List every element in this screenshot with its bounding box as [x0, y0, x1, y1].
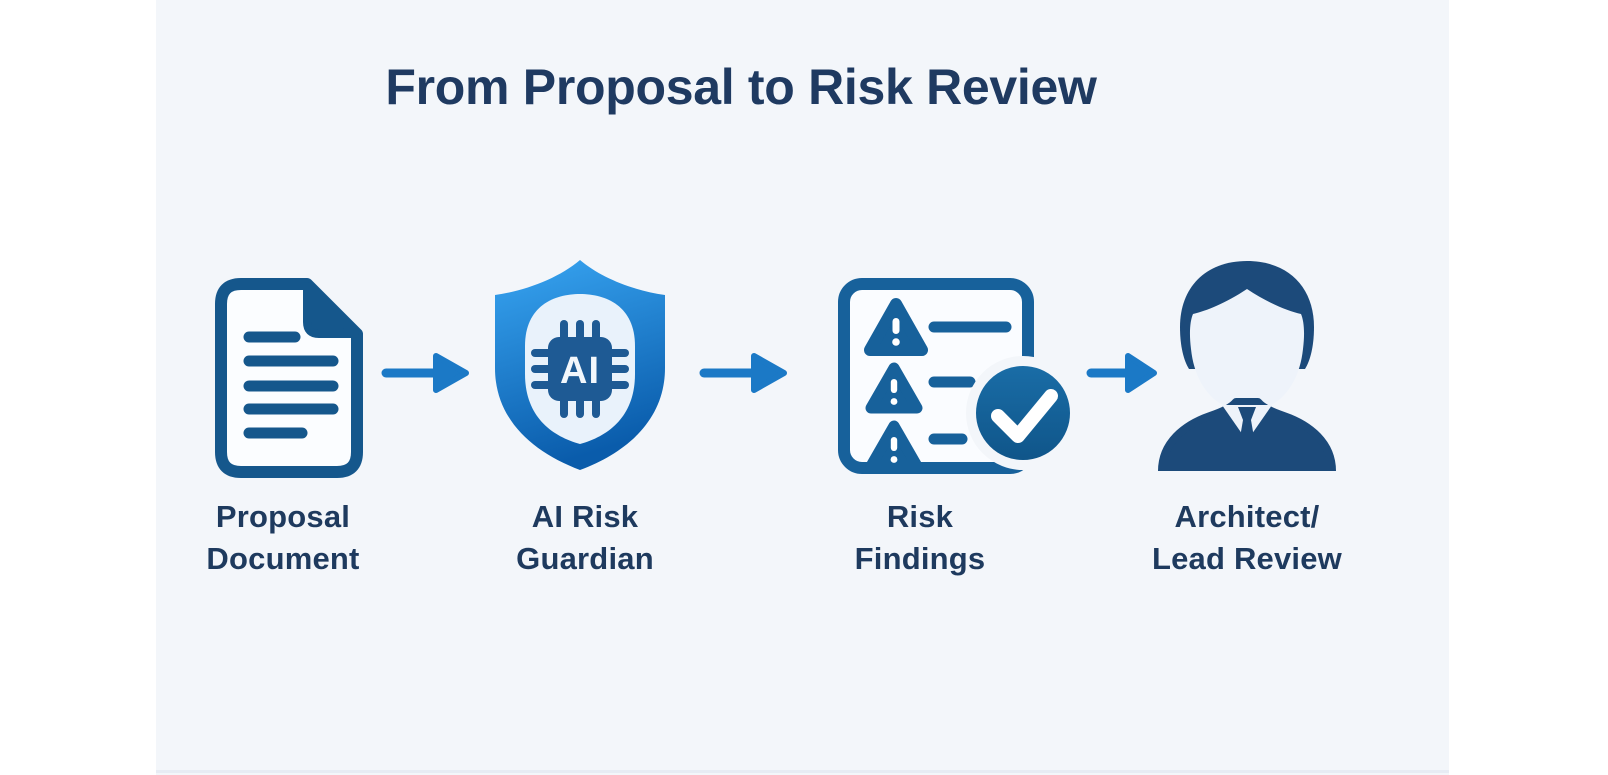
- step-label-ai-risk-guardian: AI Risk Guardian: [425, 496, 745, 580]
- tie-knot: [1238, 407, 1256, 420]
- label-line: Proposal: [215, 499, 351, 534]
- label-line: Risk: [886, 499, 954, 534]
- bottom-divider: [156, 770, 1449, 773]
- step-label-architect-lead-review: Architect/ Lead Review: [1087, 496, 1407, 580]
- label-line: Document: [206, 541, 360, 576]
- arrow-right-icon: [381, 353, 469, 393]
- label-line: Guardian: [516, 541, 654, 576]
- checkmark-icon: [991, 389, 1058, 443]
- arrow-right-icon: [1086, 353, 1157, 393]
- step-label-risk-findings: Risk Findings: [760, 496, 1080, 580]
- step-label-proposal-document: Proposal Document: [123, 496, 443, 580]
- label-line: Architect/: [1174, 499, 1320, 534]
- label-line: Lead Review: [1151, 541, 1342, 576]
- label-line: AI Risk: [531, 499, 639, 534]
- risk-checklist-icon: [838, 278, 1080, 474]
- person-icon: [1158, 261, 1336, 471]
- ai-shield-chip-icon: AI: [495, 260, 665, 470]
- chip-label: AI: [560, 350, 600, 392]
- document-icon: [215, 278, 363, 478]
- label-line: Findings: [854, 541, 986, 576]
- diagram-title: From Proposal to Risk Review: [385, 59, 1097, 115]
- tie-blade: [1237, 420, 1257, 467]
- arrow-right-icon: [699, 353, 787, 393]
